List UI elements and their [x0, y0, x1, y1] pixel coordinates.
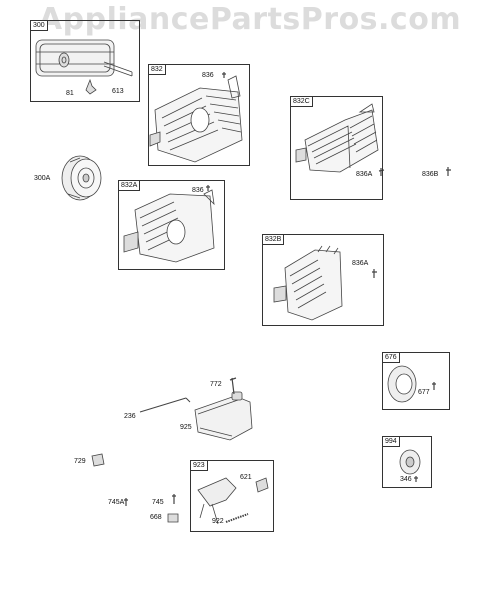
box-923-label: 923 [190, 460, 208, 471]
governor-923-drawing [124, 477, 269, 525]
callout-922: 922 [212, 518, 224, 525]
callout-621: 621 [240, 474, 252, 481]
part-676-drawing [387, 365, 436, 403]
flywheel-300a-drawing [61, 155, 102, 201]
callout-836a: 836A [356, 171, 373, 178]
callout-836a-2: 836A [352, 260, 369, 267]
callout-925: 925 [180, 424, 192, 431]
callout-346: 346 [400, 476, 412, 483]
guard-832c-drawing [295, 103, 451, 176]
callout-745a: 745A [108, 499, 125, 506]
callout-81: 81 [66, 90, 74, 97]
callout-836b: 836B [422, 171, 439, 178]
callout-300a: 300A [34, 175, 51, 182]
callout-745: 745 [152, 499, 164, 506]
box-300-label: 300 [30, 20, 48, 31]
box-300: 300 [30, 20, 140, 102]
box-832b: 832B [262, 234, 384, 326]
box-832c: 832C [290, 96, 383, 200]
callout-613: 613 [112, 88, 124, 95]
fuel-tank-drawing [139, 377, 253, 441]
fitting-729-drawing [91, 453, 105, 467]
box-994: 994 [382, 436, 432, 488]
box-676: 676 [382, 352, 450, 410]
box-923: 923 [190, 460, 274, 532]
guard-832-drawing [149, 72, 243, 163]
box-832a-label: 832A [118, 180, 141, 191]
box-832a: 832A [118, 180, 225, 270]
box-832-label: 832 [148, 64, 166, 75]
box-676-label: 676 [382, 352, 400, 363]
box-832: 832 [148, 64, 250, 166]
box-832b-label: 832B [262, 234, 285, 245]
callout-729: 729 [74, 458, 86, 465]
part-994-drawing [399, 449, 421, 482]
callout-836-2: 836 [192, 187, 204, 194]
muffler-300-drawing [35, 39, 133, 95]
guard-832b-drawing [273, 245, 377, 321]
callout-668: 668 [150, 514, 162, 521]
callout-836: 836 [202, 72, 214, 79]
callout-677: 677 [418, 389, 430, 396]
callout-772: 772 [210, 381, 222, 388]
guard-832a-drawing [123, 185, 215, 263]
watermark: AppliancePartsPros.com [38, 2, 462, 37]
box-994-label: 994 [382, 436, 400, 447]
box-832c-label: 832C [290, 96, 313, 107]
callout-236: 236 [124, 413, 136, 420]
